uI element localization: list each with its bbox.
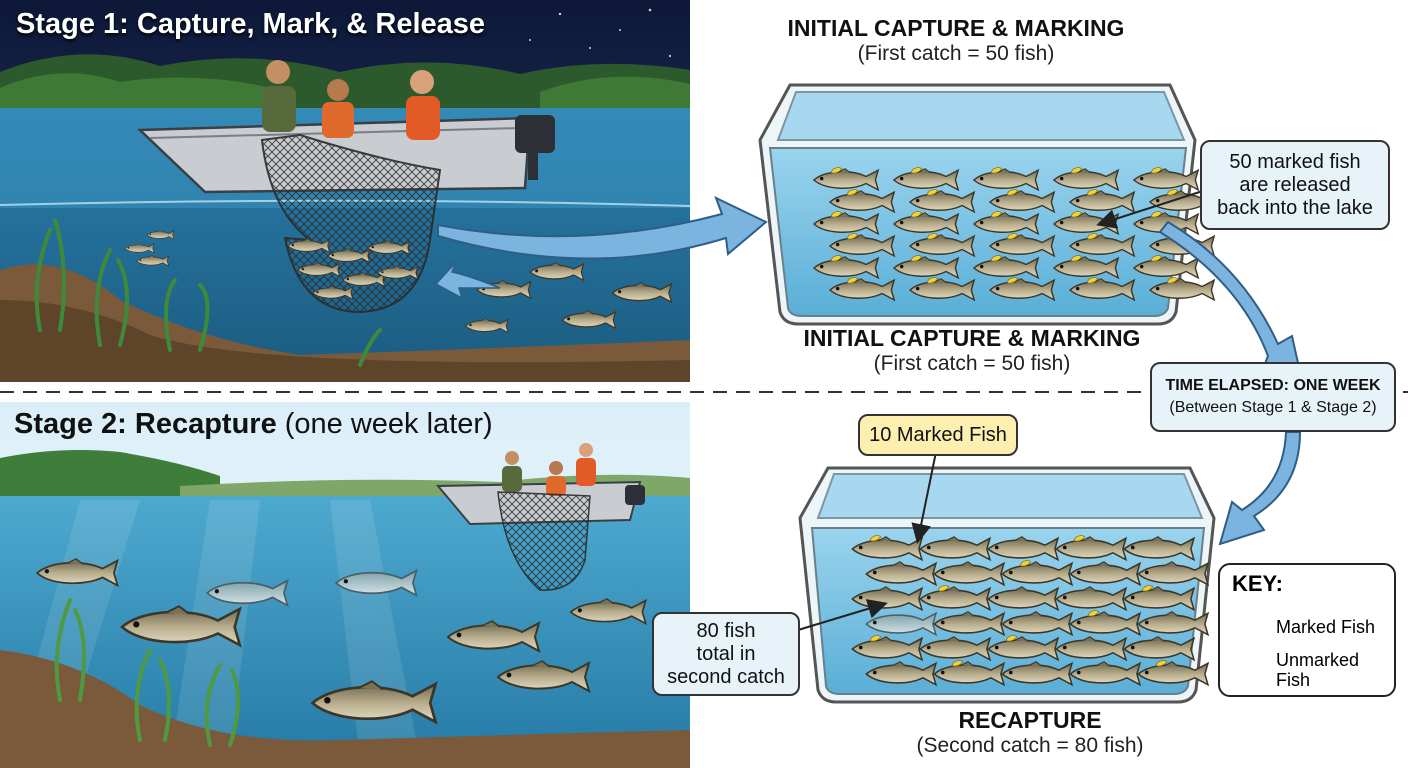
- release-callout: 50 marked fish are released back into th…: [1200, 140, 1390, 230]
- key-unmarked-line1: Unmarked: [1276, 650, 1360, 670]
- marked-fish-label: 10 Marked Fish: [858, 414, 1018, 456]
- key-title: KEY:: [1232, 571, 1283, 596]
- stage2-panel: [0, 402, 690, 768]
- time-elapsed-sub: (Between Stage 1 & Stage 2): [1169, 399, 1377, 416]
- key-unmarked-label: Unmarked Fish: [1276, 650, 1360, 691]
- stage2-title: Stage 2: Recapture (one week later): [14, 408, 493, 441]
- stage1-panel: [0, 0, 691, 382]
- total-callout-line1: 80 fish: [696, 619, 756, 642]
- stage1-title: Stage 1: Capture, Mark, & Release: [16, 8, 486, 40]
- release-callout-line2: are released: [1239, 173, 1351, 196]
- arrow-to-tank2: [1218, 431, 1302, 546]
- tank1-heading-bottom: INITIAL CAPTURE & MARKING: [803, 325, 1141, 351]
- tank1-heading-top: INITIAL CAPTURE & MARKING: [787, 15, 1125, 41]
- researchers-stage2: [502, 443, 596, 496]
- key-unmarked-line2: Fish: [1276, 669, 1311, 690]
- pointer-release: [1096, 187, 1213, 229]
- tank1-bottom-caption: INITIAL CAPTURE & MARKING (First catch =…: [776, 325, 1168, 375]
- tank2-sub: (Second catch = 80 fish): [916, 733, 1144, 757]
- key-marked-label: Marked Fish: [1276, 617, 1376, 637]
- tank2: [798, 466, 1216, 704]
- pointer-total: [797, 599, 888, 631]
- researchers-stage1: [262, 60, 440, 140]
- total-callout-line3: second catch: [667, 665, 785, 688]
- tank1-sub-top: (First catch = 50 fish): [857, 41, 1055, 65]
- pointer-marked: [911, 451, 937, 544]
- stage2-title-light: (one week later): [276, 408, 493, 440]
- tank1: [758, 83, 1215, 326]
- legend-key: KEY: Marked Fish Unmarked Fish: [1218, 563, 1396, 697]
- release-callout-line1: 50 marked fish: [1229, 150, 1361, 173]
- return-arrow: [434, 261, 501, 300]
- tank1-sub-bottom: (First catch = 50 fish): [873, 351, 1071, 375]
- total-catch-callout: 80 fish total in second catch: [652, 612, 800, 696]
- tank2-caption: RECAPTURE (Second catch = 80 fish): [830, 707, 1230, 757]
- arrow-to-tank1: [437, 196, 768, 260]
- release-callout-line3: back into the lake: [1217, 196, 1373, 219]
- total-callout-line2: total in: [696, 642, 756, 665]
- time-elapsed-title: TIME ELAPSED: ONE WEEK: [1165, 376, 1381, 394]
- time-elapsed-box: TIME ELAPSED: ONE WEEK (Between Stage 1 …: [1150, 362, 1396, 432]
- tank1-top-caption: INITIAL CAPTURE & MARKING (First catch =…: [760, 15, 1152, 65]
- stage2-title-bold: Stage 2: Recapture: [14, 408, 277, 440]
- tank2-heading: RECAPTURE: [958, 707, 1102, 733]
